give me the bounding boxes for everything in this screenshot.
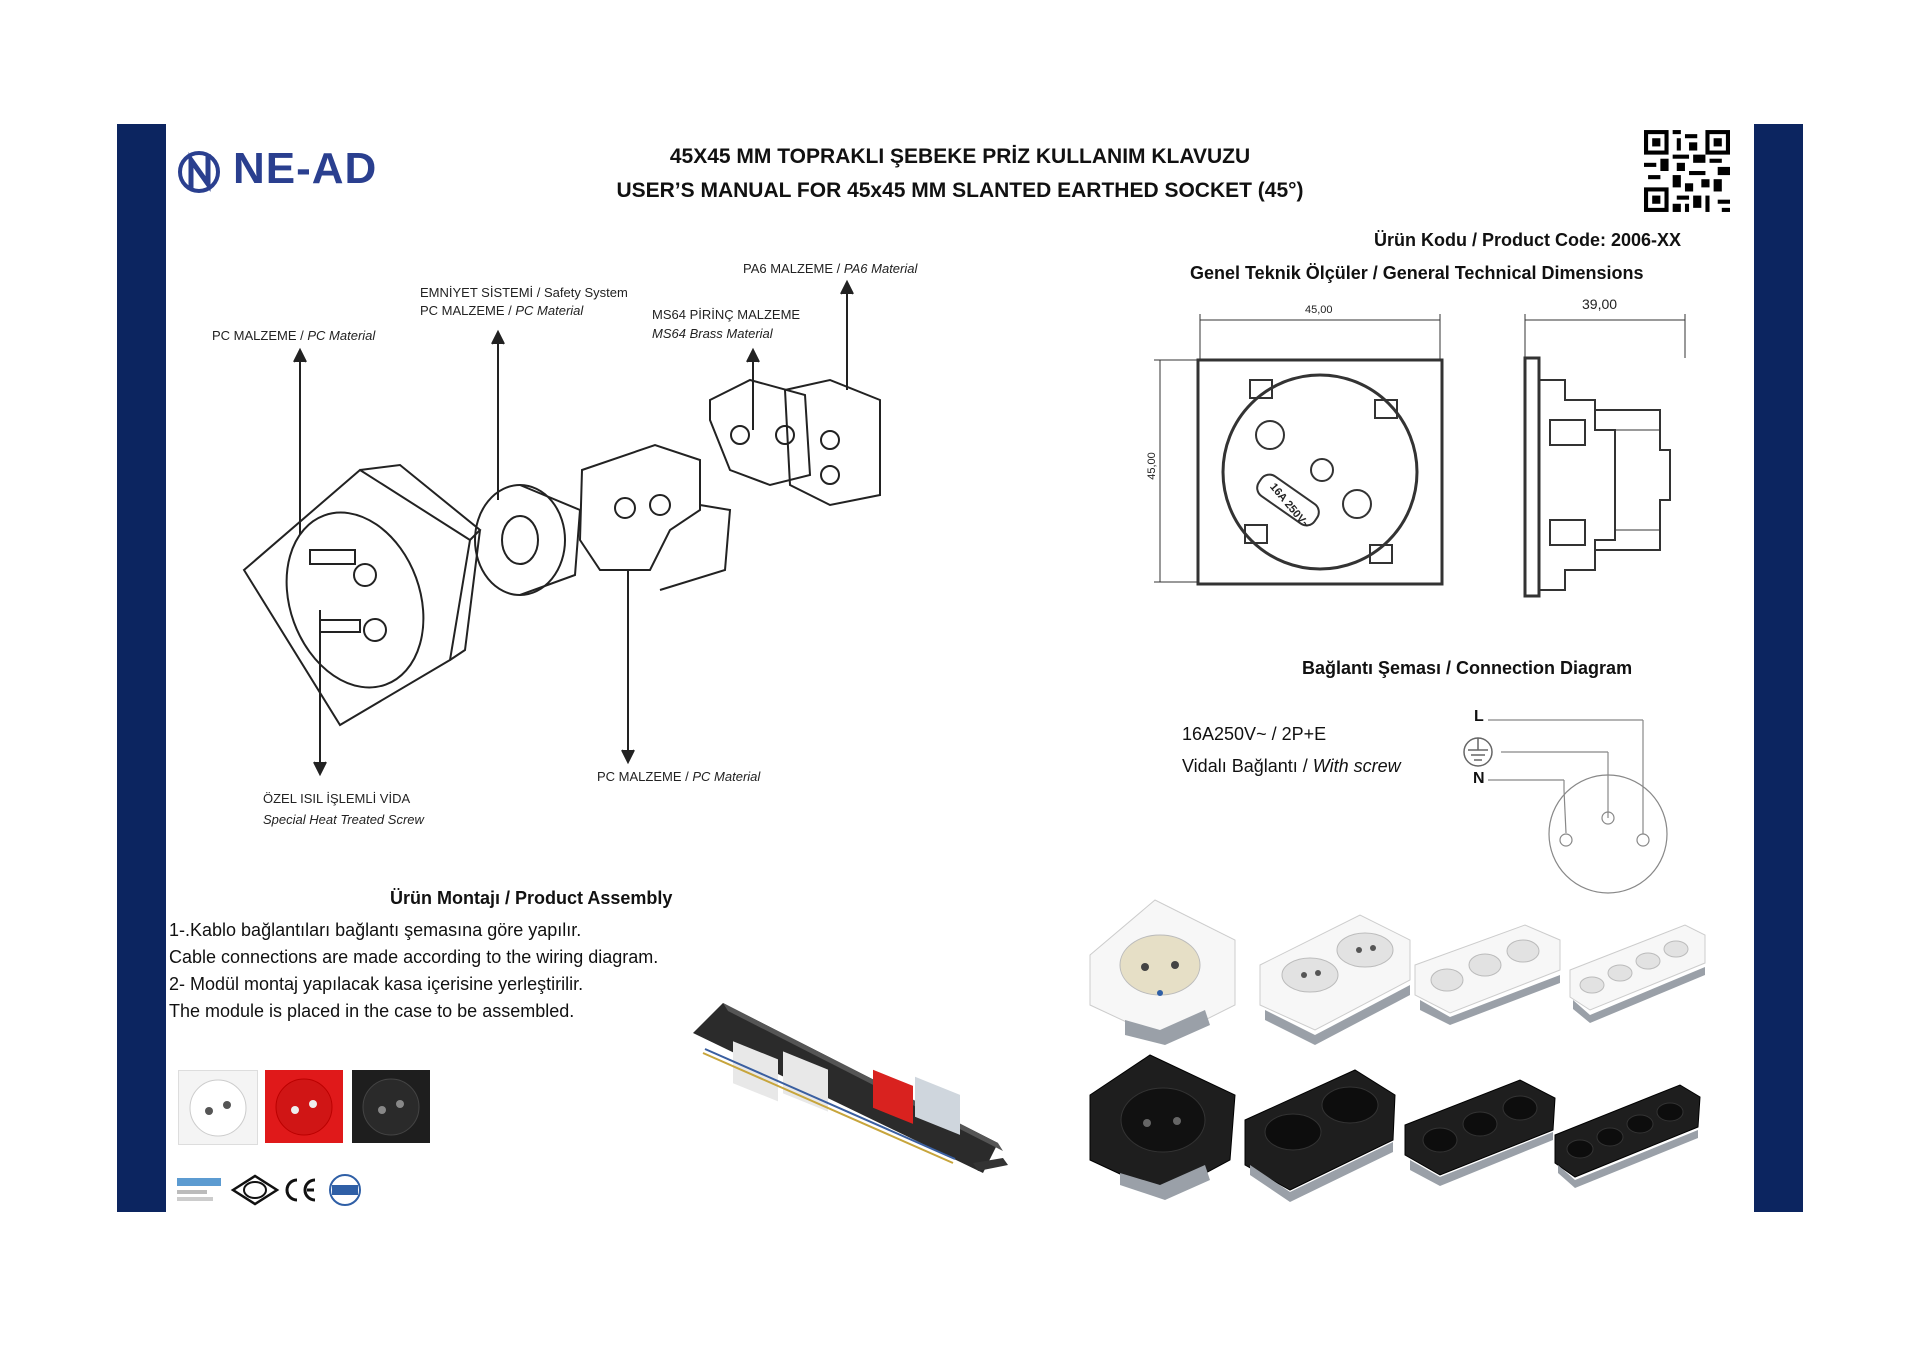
- assembly-line: 1-.Kablo bağlantıları bağlantı şemasına …: [169, 920, 582, 940]
- connection-heading: Bağlantı Şeması / Connection Diagram: [1302, 658, 1633, 678]
- socket-face-icon: [362, 1078, 420, 1136]
- connection-screw: Vidalı Bağlantı / With screw: [1182, 756, 1401, 776]
- certification-logos: [175, 1174, 361, 1206]
- title-line-2: USER’S MANUAL FOR 45x45 MM SLANTED EARTH…: [616, 179, 1304, 202]
- left-band: [117, 124, 166, 1212]
- white-quad-socket: [1569, 924, 1706, 1023]
- label-screw: ÖZEL ISIL İŞLEMLİ VİDA Special Heat Trea…: [263, 791, 424, 827]
- assembly-text: 1-.Kablo bağlantıları bağlantı şemasına …: [169, 917, 658, 1025]
- earth-icon: [1463, 737, 1493, 767]
- black-double-socket: [1244, 1069, 1396, 1202]
- dimensions-heading: Genel Teknik Ölçüler / General Technical…: [1190, 263, 1644, 283]
- socket-face-icon: [189, 1079, 247, 1137]
- label-brass-material: MS64 PİRİNÇ MALZEME MS64 Brass Material: [652, 307, 801, 341]
- side-dimension-drawing: [1523, 314, 1686, 598]
- swatch-white: [178, 1070, 258, 1145]
- connection-rating: 16A250V~ / 2P+E: [1182, 724, 1327, 744]
- dim-height-label: 45,00: [1145, 452, 1158, 480]
- label-pc-material-1: PC MALZEME / PC Material: [212, 328, 376, 343]
- label-n: N: [1473, 770, 1485, 787]
- ce-logo-icon: [285, 1178, 316, 1202]
- product-range-drawing: [1089, 899, 1706, 1202]
- iso-logo-icon: [329, 1174, 361, 1206]
- assembly-line: 2- Modül montaj yapılacak kasa içerisine…: [169, 974, 584, 994]
- connection-diagram: [1463, 719, 1668, 894]
- dim-width-label: 45,00: [1305, 304, 1333, 316]
- brand-logo: NE-AD: [175, 144, 405, 196]
- white-single-socket: [1089, 899, 1236, 1045]
- socket-face-icon: [275, 1078, 333, 1136]
- right-band: [1754, 124, 1803, 1212]
- black-triple-socket: [1404, 1079, 1556, 1186]
- assembly-line: Cable connections are made according to …: [169, 947, 659, 967]
- tse-logo-icon: [230, 1174, 280, 1206]
- product-range-gallery: [1085, 895, 1706, 1202]
- label-safety-system: EMNİYET SİSTEMİ / Safety System PC MALZE…: [420, 285, 628, 318]
- white-double-socket: [1259, 914, 1411, 1045]
- title-line-1: 45X45 MM TOPRAKLI ŞEBEKE PRİZ KULLANIM K…: [669, 145, 1251, 168]
- swatch-black: [352, 1070, 430, 1143]
- label-l: L: [1474, 708, 1484, 725]
- turkey-logo-icon: [175, 1174, 223, 1204]
- assembly-heading: Ürün Montajı / Product Assembly: [390, 888, 673, 908]
- front-dimension-drawing: [1154, 314, 1444, 586]
- black-quad-socket: [1554, 1084, 1701, 1188]
- label-pa6-material: PA6 MALZEME / PA6 Material: [743, 261, 918, 276]
- swatch-red: [265, 1070, 343, 1143]
- logo-text: NE-AD: [233, 144, 378, 193]
- exploded-view-drawing: [242, 279, 881, 777]
- dim-depth-label: 39,00: [1582, 296, 1618, 312]
- white-triple-socket: [1414, 924, 1561, 1025]
- trunking-product-image: [693, 1003, 1008, 1173]
- product-code: Ürün Kodu / Product Code: 2006-XX: [1374, 230, 1682, 250]
- logo-mark-icon: [178, 151, 220, 193]
- label-pc-material-3: PC MALZEME / PC Material: [597, 769, 761, 784]
- qr-code-icon: [1644, 130, 1730, 212]
- assembly-line: The module is placed in the case to be a…: [169, 1001, 575, 1021]
- black-single-socket: [1089, 1054, 1236, 1200]
